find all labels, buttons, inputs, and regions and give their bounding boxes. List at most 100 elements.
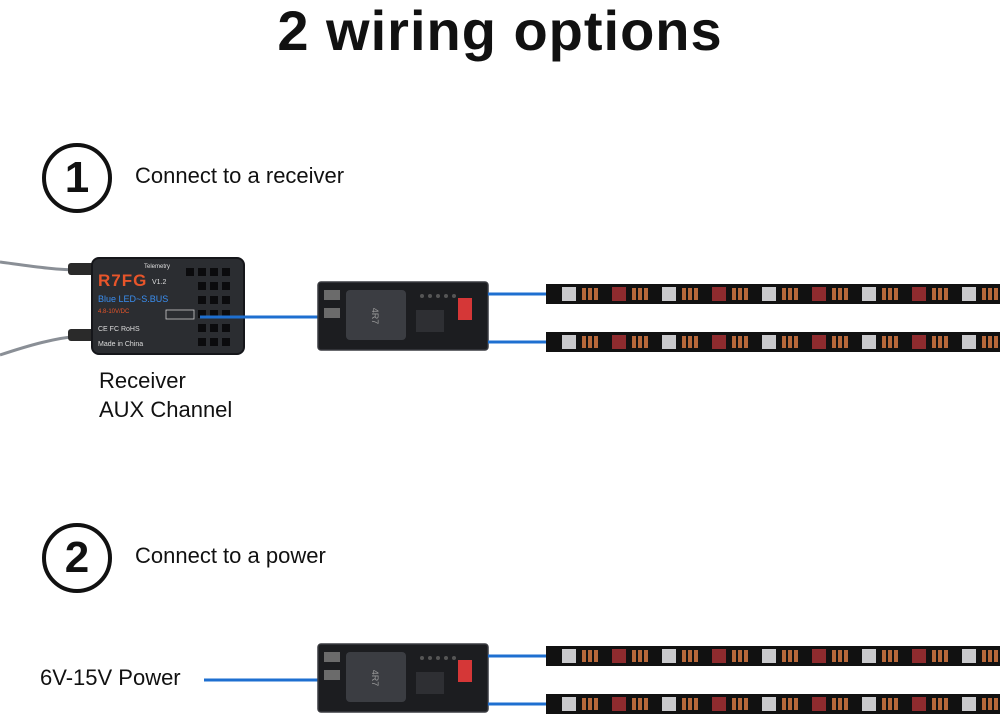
receiver-line1: Blue LED~S.BUS [98,294,168,304]
led-resistor [938,336,942,348]
led-chip [812,335,826,349]
led-resistor [944,698,948,710]
led-resistor [994,288,998,300]
led-resistor [644,336,648,348]
led-resistor [782,698,786,710]
led-resistor [788,650,792,662]
led-chip [862,697,876,711]
led-resistor [982,650,986,662]
led-chip [562,287,576,301]
led-resistor [794,288,798,300]
led-resistor [882,650,886,662]
led-chip [662,697,676,711]
led-resistor [788,698,792,710]
led-chip [712,287,726,301]
led-chip [862,335,876,349]
led-resistor [832,336,836,348]
led-resistor [782,288,786,300]
led-chip [912,335,926,349]
led-resistor [894,336,898,348]
led-resistor [632,650,636,662]
led-resistor [944,288,948,300]
led-resistor [844,650,848,662]
led-resistor [938,288,942,300]
led-resistor [594,288,598,300]
led-resistor [844,288,848,300]
led-chip [862,287,876,301]
led-resistor [738,288,742,300]
led-chip [612,649,626,663]
led-resistor [894,650,898,662]
led-resistor [932,698,936,710]
led-resistor [694,336,698,348]
led-resistor [844,336,848,348]
led-resistor [882,336,886,348]
led-chip [962,287,976,301]
antenna-wire-bottom [0,334,81,357]
led-chip [962,649,976,663]
option-1-number-badge: 1 [42,143,112,213]
receiver-pin-header [186,268,230,346]
led-chip [562,649,576,663]
receiver-caption: Receiver AUX Channel [99,366,232,424]
led-resistor [988,336,992,348]
led-chip [712,335,726,349]
controller-red-led [458,298,472,320]
receiver-caption-line2: AUX Channel [99,397,233,422]
led-chip [762,287,776,301]
led-chip [912,287,926,301]
led-chip [562,697,576,711]
page-title: 2 wiring options [277,0,723,62]
led-resistor [594,650,598,662]
led-controller-board: 4R7 [317,281,489,351]
led-resistor [588,288,592,300]
led-resistor [682,650,686,662]
led-chip [562,335,576,349]
led-resistor [732,336,736,348]
led-resistor [994,698,998,710]
led-resistor [988,698,992,710]
led-resistor [688,336,692,348]
led-resistor [588,650,592,662]
led-resistor [794,336,798,348]
led-resistor [738,698,742,710]
controller-red-led [458,660,472,682]
led-resistor [838,288,842,300]
led-controller-board: 4R7 [317,643,489,713]
led-chip [662,335,676,349]
led-resistor [888,650,892,662]
controller-inductor [346,290,406,340]
option-2-number: 2 [64,533,90,582]
led-resistor [638,288,642,300]
led-resistor [688,288,692,300]
led-resistor [582,698,586,710]
led-resistor [944,336,948,348]
led-chip [812,649,826,663]
led-resistor [744,650,748,662]
led-resistor [838,698,842,710]
controller-inductor [346,652,406,702]
led-resistor [582,650,586,662]
led-resistor [788,336,792,348]
antenna-sleeve-bottom [68,329,94,341]
led-resistor [782,650,786,662]
controller-and-strips-2: 4R7 [317,643,1000,714]
controller-and-strips-1: 4R7 [317,281,1000,352]
led-resistor [688,698,692,710]
led-chip [762,649,776,663]
led-resistor [894,288,898,300]
led-resistor [932,336,936,348]
led-chip [762,335,776,349]
led-resistor [638,650,642,662]
led-resistor [644,698,648,710]
led-resistor [982,336,986,348]
led-resistor [638,336,642,348]
option-2-number-badge: 2 [42,523,112,593]
led-resistor [888,698,892,710]
led-resistor [994,650,998,662]
led-strip-4 [546,694,1000,714]
controller-chip-label: 4R7 [370,308,380,325]
receiver-version: V1.2 [152,279,167,286]
led-chip [862,649,876,663]
power-wire [204,678,322,682]
